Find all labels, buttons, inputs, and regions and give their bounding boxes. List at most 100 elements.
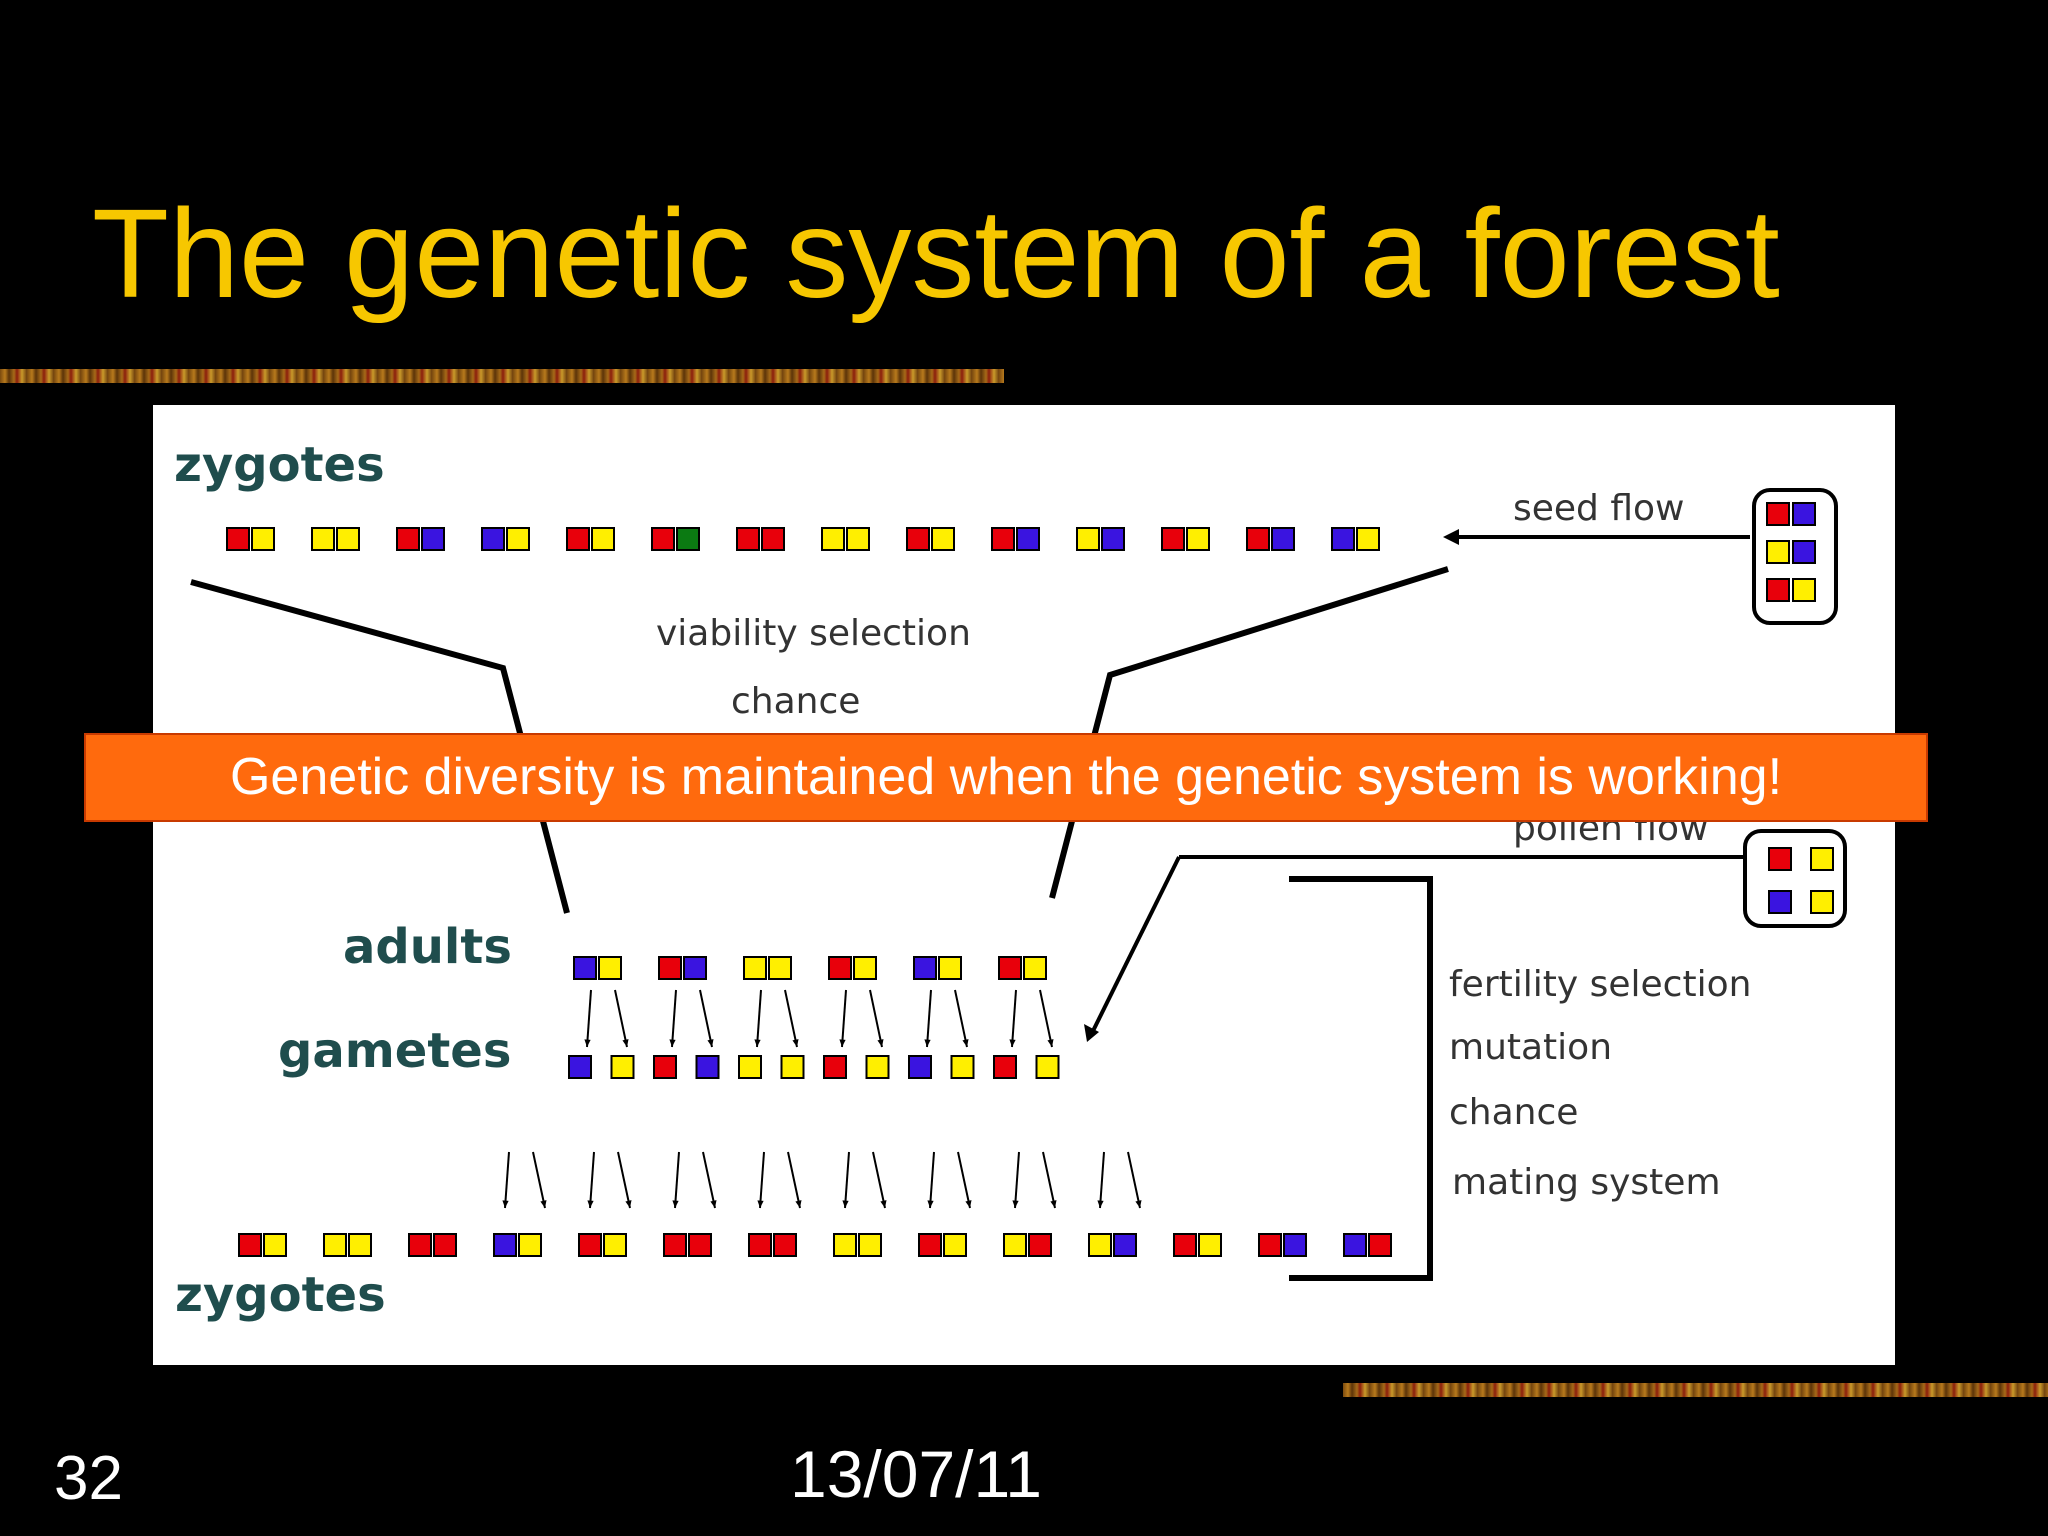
zygote-top-11-b [1101,527,1125,551]
zygote-bottom-9-a [918,1233,942,1257]
zygote-top-11-a [1076,527,1100,551]
gamete-zygote-arrow-8-r-head [1135,1200,1142,1208]
zygote-bottom-2-a [323,1233,347,1257]
label-zygotes-bottom: zygotes [175,1267,386,1323]
zygote-top-13-a [1246,527,1270,551]
gamete-zygote-arrow-3-r [702,1151,716,1209]
adult-gamete-arrow-1-l-head [584,1039,591,1047]
gamete-1 [568,1055,592,1079]
gamete-6 [780,1055,805,1079]
adult-gamete-arrow-3-l-head [754,1039,761,1047]
label-adults: adults [343,919,512,975]
zygote-bottom-12-a [1173,1233,1197,1257]
gamete-3 [653,1055,677,1079]
gamete-4 [695,1055,720,1079]
seed-flow-3-a [1766,578,1790,602]
adult-4-b [853,956,877,980]
gamete-zygote-arrow-8-l-head [1097,1200,1104,1208]
gamete-zygote-arrow-4-l-head [757,1200,764,1208]
adult-gamete-arrow-5-r [954,989,968,1048]
zygote-top-12-a [1161,527,1185,551]
gamete-zygote-arrow-2-r [617,1151,631,1209]
adult-gamete-arrow-6-r-head [1047,1039,1054,1047]
zygote-bottom-3-a [408,1233,432,1257]
slide-number: 32 [54,1444,123,1513]
adult-3-b [768,956,792,980]
seed-flow-1-a [1766,502,1790,526]
decorative-bar-bottom [1343,1383,2048,1397]
gamete-11 [993,1055,1017,1079]
gamete-zygote-arrow-5-l-head [842,1200,849,1208]
gamete-zygote-arrow-5-l [844,1151,850,1209]
gamete-zygote-arrow-7-l-head [1012,1200,1019,1208]
gamete-zygote-arrow-7-r-head [1050,1200,1057,1208]
gamete-zygote-arrow-6-l-head [927,1200,934,1208]
gamete-zygote-arrow-1-l-head [502,1200,509,1208]
seed-flow-1-b [1792,502,1816,526]
gamete-9 [908,1055,932,1079]
banner-message: Genetic diversity is maintained when the… [84,733,1928,822]
pollen-grain-1 [1768,847,1792,871]
gamete-2 [610,1055,635,1079]
gamete-zygote-arrow-8-l [1099,1151,1105,1209]
seed-flow-arrowhead [1443,529,1459,545]
adult-gamete-arrow-6-l [1011,989,1017,1048]
pollen-grain-3 [1768,890,1792,914]
zygote-top-1-b [251,527,275,551]
adult-gamete-arrow-3-r [784,989,798,1048]
pollen-flow-arrow [1089,856,1181,1036]
label-fertility-selection: fertility selection [1449,964,1751,1005]
zygote-bottom-4-b [518,1233,542,1257]
adult-gamete-arrow-4-r [869,989,883,1048]
label-mating-system: mating system [1452,1162,1721,1203]
gamete-zygote-arrow-7-l [1014,1151,1020,1209]
gamete-zygote-arrow-8-r [1127,1151,1141,1209]
gamete-zygote-arrow-6-r [957,1151,971,1209]
zygote-bottom-14-a [1343,1233,1367,1257]
label-chance-top: chance [731,681,860,722]
pollen-grain-2 [1810,847,1834,871]
zygote-bottom-5-b [603,1233,627,1257]
zygote-top-5-a [566,527,590,551]
gamete-zygote-arrow-7-r [1042,1151,1056,1209]
adult-4-a [828,956,852,980]
adult-2-b [683,956,707,980]
zygote-top-3-a [396,527,420,551]
zygote-bottom-7-a [748,1233,772,1257]
zygote-bottom-10-b [1028,1233,1052,1257]
zygote-bottom-1-a [238,1233,262,1257]
gamete-zygote-arrow-1-l [504,1151,510,1209]
zygote-bottom-1-b [263,1233,287,1257]
zygote-bottom-6-a [663,1233,687,1257]
gamete-zygote-arrow-6-l [929,1151,935,1209]
zygote-bottom-11-a [1088,1233,1112,1257]
slide-title: The genetic system of a forest [92,183,1780,324]
zygote-top-6-b [676,527,700,551]
slide-date: 13/07/11 [790,1437,1043,1511]
adult-3-a [743,956,767,980]
adult-gamete-arrow-4-l-head [839,1039,846,1047]
funnel-line-left [190,579,570,914]
gamete-5 [738,1055,762,1079]
gamete-10 [950,1055,975,1079]
pollen-grain-4 [1810,890,1834,914]
label-zygotes-top: zygotes [174,437,385,493]
gamete-zygote-arrow-2-r-head [625,1200,632,1208]
process-bracket [1289,876,1433,1281]
adult-gamete-arrow-2-l-head [669,1039,676,1047]
gamete-zygote-arrow-2-l-head [587,1200,594,1208]
adult-gamete-arrow-5-l [926,989,932,1048]
genotype-squares [226,502,1834,1257]
adult-gamete-arrow-5-l-head [924,1039,931,1047]
gamete-7 [823,1055,847,1079]
gamete-zygote-arrow-3-l [674,1151,680,1209]
zygote-bottom-6-b [688,1233,712,1257]
funnel-line-right [1049,566,1449,899]
adult-gamete-arrow-6-l-head [1009,1039,1016,1047]
adult-gamete-arrow-4-r-head [877,1039,884,1047]
gamete-zygote-arrow-3-r-head [710,1200,717,1208]
label-mutation: mutation [1449,1027,1612,1068]
adult-gamete-arrow-2-r-head [707,1039,714,1047]
zygote-bottom-11-b [1113,1233,1137,1257]
label-seed-flow: seed flow [1513,488,1685,529]
